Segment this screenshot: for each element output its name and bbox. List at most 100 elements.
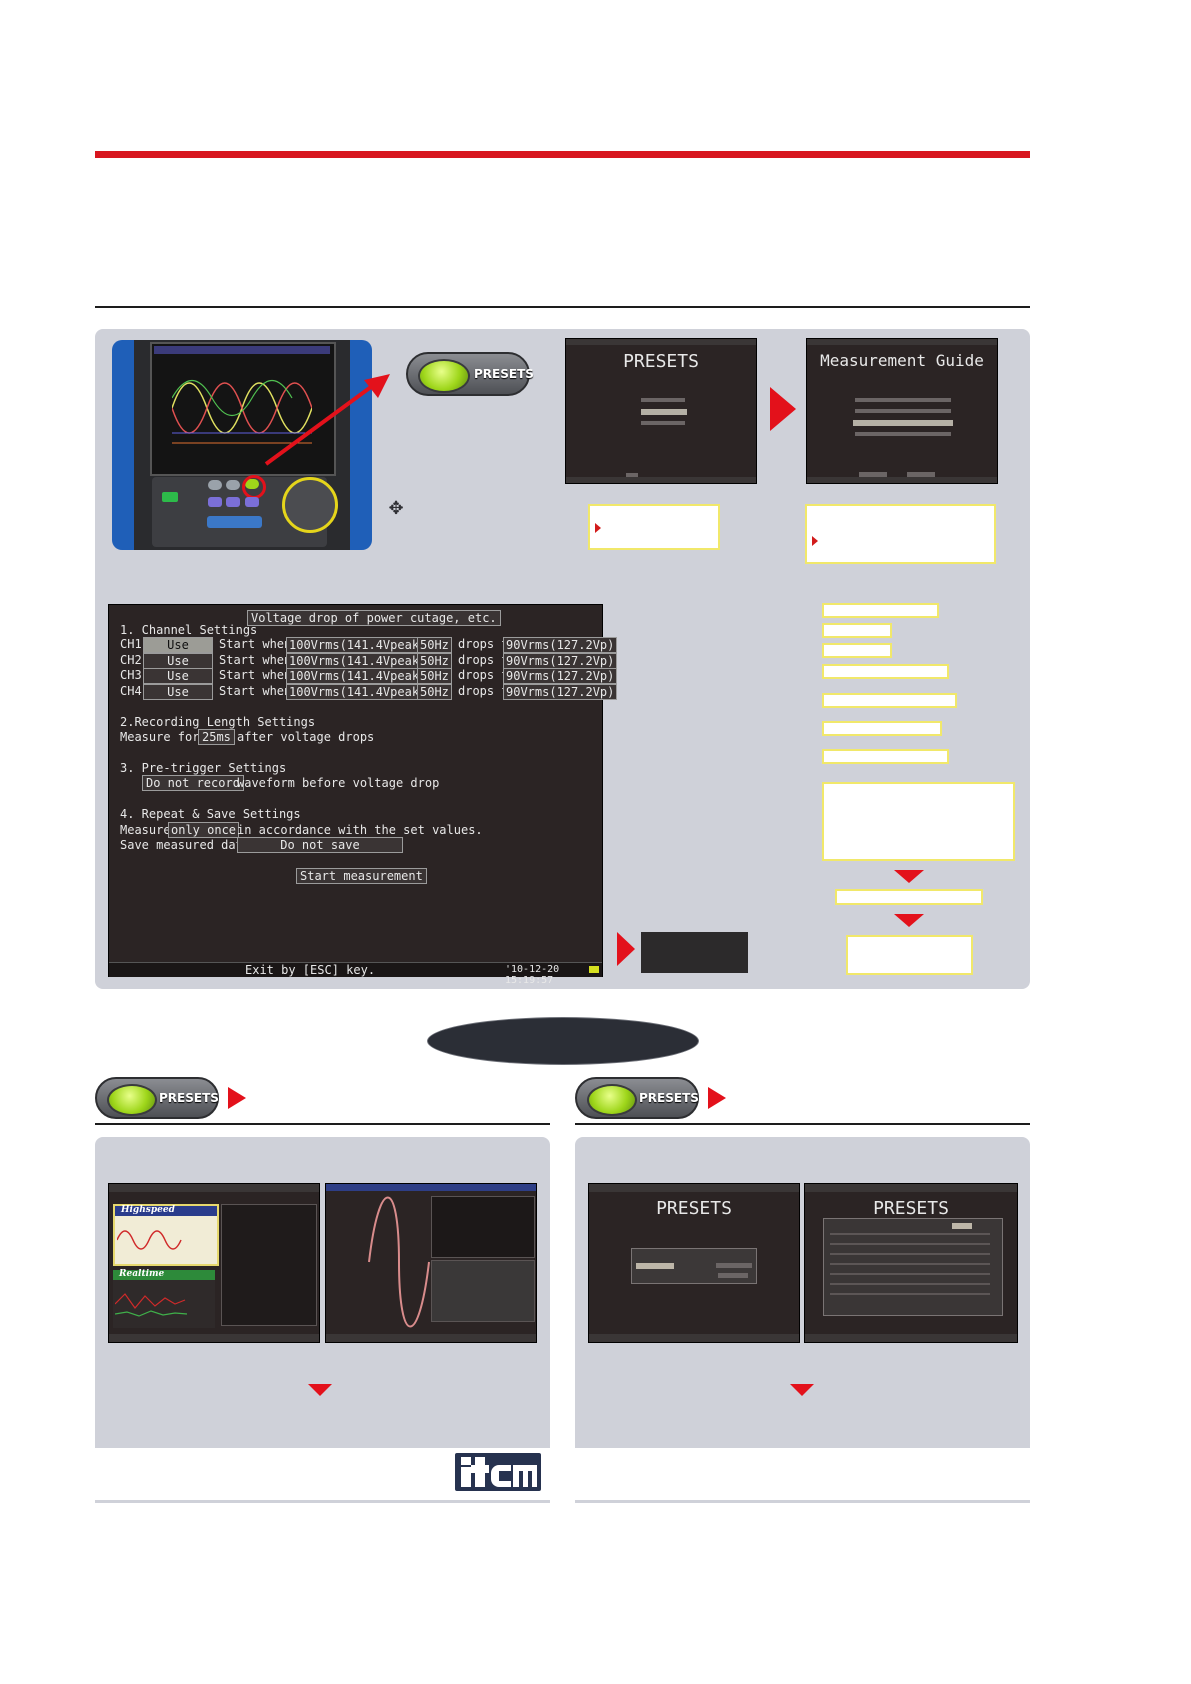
ch1-use-select[interactable]: Use <box>143 637 213 653</box>
battery-icon <box>589 966 599 973</box>
presets-button-left[interactable]: PRESETS <box>95 1077 219 1119</box>
presets-key-icon-right <box>587 1084 637 1116</box>
repeat-suffix: in accordance with the set values. <box>237 823 483 837</box>
save-select[interactable]: Do not save <box>237 837 403 853</box>
device-waveform <box>172 380 312 444</box>
presets-key-icon <box>418 359 470 393</box>
realtime-label: Realtime <box>119 1269 165 1279</box>
start-measurement-key-box <box>641 932 748 973</box>
section-pretrigger: 3. Pre-trigger Settings <box>120 761 287 775</box>
right-header-arrow <box>708 1087 726 1109</box>
itm-logo <box>455 1453 541 1491</box>
step-box-9 <box>835 889 983 905</box>
status-timestamp: '10-12-20 15:19:57 <box>505 964 560 986</box>
section-recording-length: 2.Recording Length Settings <box>120 715 316 729</box>
presets-screen: PRESETS <box>565 338 757 484</box>
section-divider <box>95 306 1030 308</box>
presets-menu-highlight[interactable] <box>641 409 687 415</box>
callout-box-2 <box>805 504 996 564</box>
channel-row-4: CH4 Use Start when 100Vrms(141.4Vpeak) 5… <box>120 684 618 700</box>
step-box-5 <box>822 693 957 708</box>
ch1-freq-field[interactable]: 50Hz <box>417 637 452 653</box>
function-select-screen: Highspeed Realtime <box>108 1183 320 1343</box>
measure-label: Measure <box>120 823 171 837</box>
highspeed-option[interactable]: Highspeed <box>113 1204 219 1266</box>
result-box <box>846 935 973 975</box>
sine-wave <box>368 1196 430 1328</box>
ch1-voltage-field[interactable]: 100Vrms(141.4Vpeak) <box>286 637 430 653</box>
next-arrow <box>770 387 796 431</box>
settings-list-table <box>823 1218 1003 1316</box>
ch3-use-select[interactable]: Use <box>143 668 213 684</box>
step-box-7 <box>822 749 949 764</box>
device-image <box>112 340 372 550</box>
callout-box-1 <box>588 504 720 550</box>
ch2-threshold-field[interactable]: 90Vrms(127.2Vp) <box>503 653 618 669</box>
save-label: Save measured data <box>120 838 251 852</box>
presets-load-screen: PRESETS <box>588 1183 800 1343</box>
bottom-left-down-arrow <box>308 1384 332 1396</box>
presets-screen-title: PRESETS <box>623 351 699 372</box>
after-drop-label: after voltage drops <box>237 730 375 744</box>
step-box-6 <box>822 721 942 736</box>
ch3-threshold-field[interactable]: 90Vrms(127.2Vp) <box>503 668 618 684</box>
status-exit-hint: Exit by [ESC] key. <box>245 963 376 977</box>
ch3-freq-field[interactable]: 50Hz <box>417 668 452 684</box>
waveform-screen <box>325 1183 537 1343</box>
down-arrow-1 <box>894 870 924 883</box>
pretrigger-select[interactable]: Do not record <box>142 775 244 791</box>
bottom-right-down-arrow <box>790 1384 814 1396</box>
header-red-rule <box>95 151 1030 158</box>
left-header-arrow <box>228 1087 246 1109</box>
start-arrow <box>617 932 635 966</box>
ch4-voltage-field[interactable]: 100Vrms(141.4Vpeak) <box>286 684 430 700</box>
down-arrow-2 <box>894 914 924 927</box>
step-box-4 <box>822 664 949 679</box>
pretrigger-suffix: waveform before voltage drop <box>237 776 440 790</box>
presets-list-screen: PRESETS <box>804 1183 1018 1343</box>
load-from-dialog <box>631 1248 757 1284</box>
step-box-1 <box>822 603 939 618</box>
ch4-freq-field[interactable]: 50Hz <box>417 684 452 700</box>
step-box-8 <box>822 782 1015 861</box>
measurement-guide-screen: Measurement Guide <box>806 338 998 484</box>
channel-row-1: CH1 Use Start when 100Vrms(141.4Vpeak) 5… <box>120 637 618 653</box>
step-box-2 <box>822 623 892 638</box>
section-repeat-save: 4. Repeat & Save Settings <box>120 807 301 821</box>
load-button-row1[interactable] <box>952 1223 972 1229</box>
ch2-freq-field[interactable]: 50Hz <box>417 653 452 669</box>
presets-button[interactable]: PRESETS <box>406 352 534 396</box>
ch2-use-select[interactable]: Use <box>143 653 213 669</box>
channel-row-3: CH3 Use Start when 100Vrms(141.4Vpeak) 5… <box>120 668 618 684</box>
ch1-threshold-field[interactable]: 90Vrms(127.2Vp) <box>503 637 618 653</box>
device-cursor-keys[interactable] <box>282 477 338 533</box>
measure-for-label: Measure for <box>120 730 200 744</box>
device-screen <box>150 342 336 476</box>
start-measurement-button[interactable]: Start measurement <box>296 868 427 884</box>
voltage-drop-settings-screen: Voltage drop of power cutage, etc. 1. Ch… <box>108 604 618 986</box>
presets-list-title: PRESETS <box>873 1198 949 1219</box>
right-header-rule <box>575 1123 1030 1125</box>
left-header-rule <box>95 1123 550 1125</box>
realtime-option[interactable]: Realtime <box>113 1269 215 1328</box>
channel-row-2: CH2 Use Start when 100Vrms(141.4Vpeak) 5… <box>120 653 618 669</box>
section-channel-settings: 1. Channel Settings <box>120 623 258 637</box>
guide-menu-highlight[interactable] <box>853 420 953 426</box>
repeat-select[interactable]: only once <box>168 822 240 838</box>
guide-screen-title: Measurement Guide <box>820 351 984 370</box>
presets-key-icon-left <box>107 1084 157 1116</box>
presets-button-right[interactable]: PRESETS <box>575 1077 699 1119</box>
ch2-voltage-field[interactable]: 100Vrms(141.4Vpeak) <box>286 653 430 669</box>
settings-title: Voltage drop of power cutage, etc. <box>247 610 501 626</box>
section-oval-heading <box>427 1017 699 1065</box>
ch4-use-select[interactable]: Use <box>143 684 213 700</box>
step-box-3 <box>822 643 892 658</box>
recording-length-field[interactable]: 25ms <box>198 729 235 745</box>
ch3-voltage-field[interactable]: 100Vrms(141.4Vpeak) <box>286 668 430 684</box>
presets-load-title: PRESETS <box>656 1198 732 1219</box>
pointer-arrow <box>264 374 390 466</box>
highspeed-label: Highspeed <box>121 1205 175 1215</box>
load-memory-option[interactable] <box>636 1263 674 1269</box>
cursor-keys-icon: ✥ <box>388 498 404 519</box>
ch4-threshold-field[interactable]: 90Vrms(127.2Vp) <box>503 684 618 700</box>
